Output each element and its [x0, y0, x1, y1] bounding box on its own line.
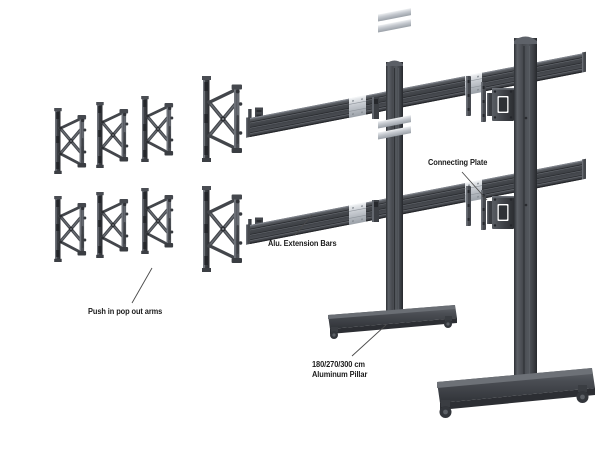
- connecting-plate-upper: [481, 82, 514, 122]
- pillar-base-foot: [437, 368, 595, 418]
- plate-strip: [481, 82, 486, 122]
- connecting-plate-lower: [481, 190, 514, 230]
- aluminum-pillar-front: [328, 8, 457, 339]
- pillar-column: [514, 38, 537, 390]
- bar-end-cap: [582, 51, 586, 73]
- callout-alu-extension-bars: Alu. Extension Bars: [268, 239, 337, 248]
- caster-wheel: [444, 316, 452, 328]
- callout-connecting-plate: Connecting Plate: [428, 158, 488, 167]
- pillar-bar-clamp-upper: [378, 8, 411, 33]
- plate-strip: [466, 76, 471, 116]
- pillar-side-bracket: [372, 97, 379, 119]
- leader-line-plate: [461, 171, 488, 201]
- bar-joiner-clamp: [348, 201, 367, 226]
- leader-line-arms: [131, 267, 153, 304]
- bar-end-cap: [246, 117, 250, 138]
- bar-joiner-clamp: [348, 94, 367, 119]
- caster-wheel: [439, 400, 452, 418]
- pillar-bar-clamp-lower: [378, 115, 411, 140]
- leader-line-pillar: [351, 324, 387, 357]
- callout-push-in-pop-out-arms: Push in pop out arms: [88, 307, 163, 316]
- callout-pillar-line-1: 180/270/300 cm: [312, 360, 365, 369]
- bar-end-cap: [582, 158, 586, 180]
- bar-end-cap: [246, 224, 250, 245]
- caster-wheel: [330, 327, 338, 339]
- callout-pillar-line-2: Aluminum Pillar: [312, 370, 368, 379]
- pillar-base-foot: [328, 305, 457, 339]
- leader-line-bars: [294, 214, 313, 236]
- leader-lines: [131, 171, 488, 357]
- pillar-side-bracket: [372, 200, 379, 222]
- caster-wheel: [576, 385, 589, 403]
- callout-aluminum-pillar: 180/270/300 cm Aluminum Pillar: [312, 360, 367, 380]
- plate-strip: [466, 186, 471, 226]
- aluminum-pillar-rear: [437, 36, 595, 418]
